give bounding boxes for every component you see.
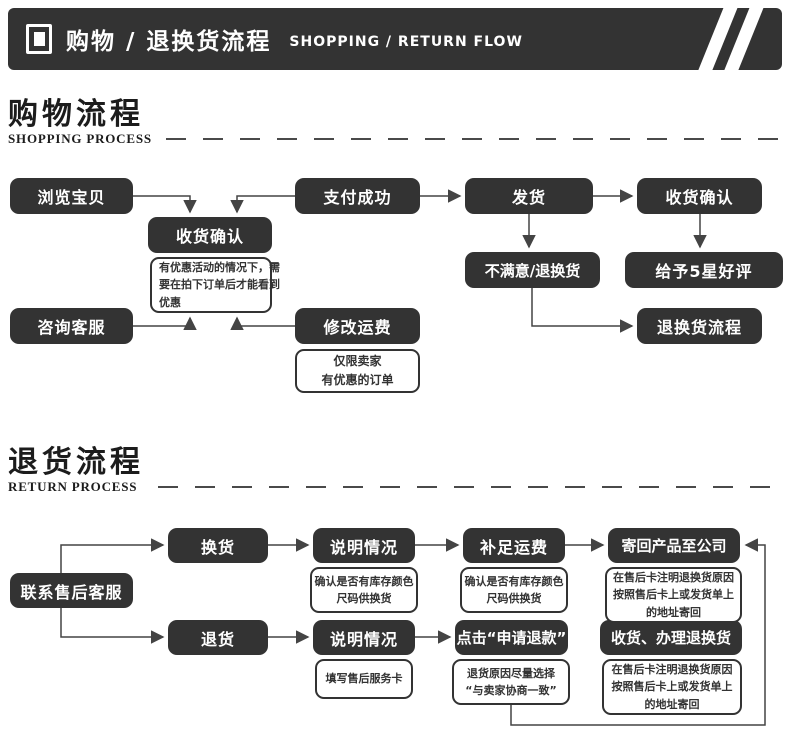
note-stock-line: 尺码供换货 (336, 592, 392, 605)
return-flowchart: 联系售后客服 换货 说明情况 补足运费 寄回产品至公司 退货 说明情况 点击“申… (0, 515, 790, 750)
connector-refund-loop-to-sendback (510, 538, 766, 726)
note-address-line: 按照售后卡上或发货单上 (613, 588, 734, 602)
node-top-up-fee: 补足运费 (463, 528, 565, 563)
node-ship: 发货 (465, 178, 593, 214)
connector-contact-to-exchange (60, 538, 165, 573)
connector-unsatisfied-to-returnflow (531, 288, 634, 333)
node-contact-aftersale: 联系售后客服 (10, 573, 133, 608)
return-title-cn: 退货流程 (8, 445, 144, 480)
node-send-back: 寄回产品至公司 (608, 528, 740, 563)
return-flow-connectors (60, 538, 766, 726)
connector-fee-to-note (230, 316, 295, 330)
connector-browse-to-confirm (133, 195, 197, 214)
note-stock-check-top: 确认是否有库存颜色 尺码供换货 (310, 567, 418, 613)
note-receive-address: 在售后卡注明退换货原因 按照售后卡上或发货单上 的地址寄回 (602, 659, 742, 715)
node-receipt-confirm: 收货确认 (637, 178, 762, 214)
node-unsatisfied-return: 不满意/退换货 (465, 252, 600, 288)
node-refund: 退货 (168, 620, 268, 655)
node-consult-service: 咨询客服 (10, 308, 133, 344)
connector-consult-to-note (133, 316, 197, 330)
square-bullet-icon (26, 24, 52, 54)
shopping-flowchart: 浏览宝贝 收货确认 支付成功 发货 收货确认 不满意/退换货 给予5星好评 咨询… (0, 165, 790, 410)
shopping-section-heading: 购物流程 SHOPPING PROCESS (8, 100, 788, 147)
node-exchange: 换货 (168, 528, 268, 563)
header-title-en: SHOPPING / RETURN FLOW (289, 33, 523, 50)
header-title-cn: 购物 / 退换货流程 (66, 29, 272, 55)
node-click-apply-refund: 点击“申请退款” (455, 620, 568, 655)
node-pay-success: 支付成功 (295, 178, 420, 214)
page-header: 购物 / 退换货流程 SHOPPING / RETURN FLOW (8, 8, 782, 70)
note-refund-reason: 退货原因尽量选择 “与卖家协商一致” (452, 659, 570, 705)
node-order-confirm: 收货确认 (148, 217, 272, 253)
note-discount-line: 优惠 (159, 295, 181, 309)
node-receive-handle: 收货、办理退换货 (600, 620, 742, 655)
note-address-line: 的地址寄回 (646, 605, 701, 619)
connector-pay-to-confirm (230, 195, 295, 214)
note-seller-only: 仅限卖家 有优惠的订单 (295, 349, 420, 393)
note-stock-line: 确认是否有库存颜色 (314, 574, 414, 588)
node-explain-top: 说明情况 (313, 528, 415, 563)
square-bullet-icon-fill (33, 32, 45, 46)
note-stock-line: 确认是否有库存颜色 (464, 574, 564, 588)
shopping-title-en: SHOPPING PROCESS (8, 131, 152, 146)
node-explain-bottom: 说明情况 (313, 620, 415, 655)
shopping-flow-connectors (133, 189, 707, 333)
note-reason-line: 退货原因尽量选择 (467, 666, 555, 680)
node-modify-shipping-fee: 修改运费 (295, 308, 420, 344)
note-address-line: 按照售后卡上或发货单上 (611, 680, 733, 694)
dashed-divider (158, 486, 786, 488)
note-address-line: 的地址寄回 (644, 697, 700, 711)
note-service-card: 填写售后服务卡 (315, 659, 413, 699)
note-sendback-address: 在售后卡注明退换货原因 按照售后卡上或发货单上 的地址寄回 (605, 567, 742, 623)
note-address-line: 在售后卡注明退换货原因 (611, 663, 733, 677)
node-return-flow: 退换货流程 (637, 308, 762, 344)
note-discount-line: 要在拍下订单后才能看到 (159, 278, 280, 292)
note-service-card-line: 填写售后服务卡 (325, 672, 403, 686)
shopping-title-cn: 购物流程 (8, 97, 144, 132)
note-stock-check-fee: 确认是否有库存颜色 尺码供换货 (460, 567, 568, 613)
note-discount-info: 有优惠活动的情况下，需 要在拍下订单后才能看到 优惠 (150, 257, 280, 313)
shopping-heading-text: 购物流程 SHOPPING PROCESS (8, 100, 152, 147)
connector-contact-to-refund (60, 608, 165, 644)
return-title-en: RETURN PROCESS (8, 479, 138, 494)
note-reason-line: “与卖家协商一致” (465, 684, 557, 697)
note-address-line: 在售后卡注明退换货原因 (613, 571, 734, 585)
node-five-star-review: 给予5星好评 (625, 252, 783, 288)
note-seller-only-line: 仅限卖家 (333, 354, 382, 369)
note-stock-line: 尺码供换货 (486, 592, 542, 605)
dashed-divider (165, 138, 786, 140)
return-heading-text: 退货流程 RETURN PROCESS (8, 448, 144, 495)
return-section-heading: 退货流程 RETURN PROCESS (8, 448, 788, 495)
note-seller-only-line: 有优惠的订单 (321, 373, 394, 387)
node-browse-items: 浏览宝贝 (10, 178, 133, 214)
note-discount-line: 有优惠活动的情况下，需 (159, 261, 280, 275)
